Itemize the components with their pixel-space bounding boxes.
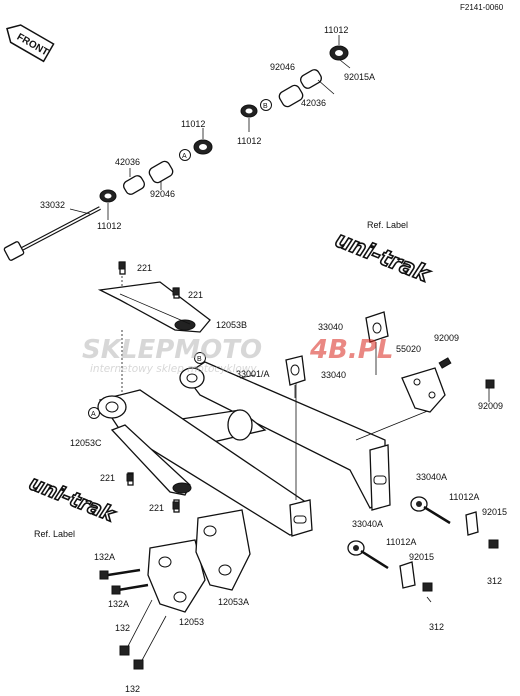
part-label: 12053C [70, 438, 102, 448]
watermark: SKLEPMOTO 4B.PL internetowy sklep motocy… [82, 335, 393, 375]
part-label: 11012 [181, 119, 205, 129]
part-label: 92015A [344, 72, 375, 82]
part-label: 12053B [216, 320, 247, 330]
part-label: 132A [94, 552, 115, 562]
part-label: 12053 [179, 617, 204, 627]
part-label: 221 [149, 503, 164, 513]
watermark-tagline: internetowy sklep motocyklowy [90, 363, 257, 375]
swingarm: A B [88, 330, 431, 537]
part-label: 11012 [324, 25, 348, 35]
part-label: 33032 [40, 200, 65, 210]
bushing-stack-left: A [99, 128, 213, 220]
marker-a-frame: A [91, 411, 96, 418]
marker-a-top: A [182, 153, 187, 160]
bolt-221-set [118, 261, 180, 510]
part-label: 33040A [416, 472, 447, 482]
ref-label-right: Ref. Label [367, 220, 408, 230]
part-labels: 11012 92015A 92046 42036 11012 11012 420… [40, 25, 507, 694]
part-label: 33040A [352, 519, 383, 529]
part-label: 12053A [218, 597, 249, 607]
part-label: 132 [125, 684, 140, 694]
part-label: 132 [115, 623, 130, 633]
part-label: 11012 [237, 136, 261, 146]
chain-slider-lower [99, 509, 251, 670]
part-label: 312 [429, 622, 444, 632]
marker-b: B [263, 103, 268, 110]
part-label: 92009 [478, 401, 503, 411]
ref-label-left: Ref. Label [34, 529, 75, 539]
watermark-brand-right: 4B.PL [309, 335, 393, 365]
part-label: 33001/A [236, 369, 270, 379]
bushing-stack-upper: B [240, 35, 351, 132]
part-label: 221 [100, 473, 115, 483]
marker-b-frame: B [197, 356, 202, 363]
logo-text-right: uni-trak [332, 227, 434, 288]
part-label: 92015 [482, 507, 507, 517]
watermark-brand-left: SKLEPMOTO [82, 335, 262, 365]
uni-trak-logo-right: uni-trak [331, 227, 435, 289]
front-arrow: FRONT [6, 24, 55, 63]
part-label: 42036 [115, 157, 140, 167]
part-label: 132A [108, 599, 129, 609]
adjuster-33040-upper [365, 311, 389, 375]
adjuster-33040a-right [410, 496, 499, 549]
part-label: 33040 [321, 370, 346, 380]
part-label: 92046 [270, 62, 295, 72]
part-label: 55020 [396, 344, 421, 354]
part-label: 11012 [97, 221, 121, 231]
part-label: 92015 [409, 552, 434, 562]
part-label: 221 [188, 290, 203, 300]
part-label: 11012A [386, 537, 416, 547]
part-label: 312 [487, 576, 502, 586]
adjuster-33040a-left [347, 540, 433, 603]
part-label: 11012A [449, 492, 479, 502]
bracket-55020 [401, 357, 495, 413]
part-label: 33040 [318, 322, 343, 332]
figure-code: F2141-0060 [460, 3, 504, 12]
part-label: 92009 [434, 333, 459, 343]
adjuster-33040-mid [285, 355, 306, 398]
pivot-bolt [3, 206, 101, 261]
part-label: 92046 [150, 189, 175, 199]
part-label: 42036 [301, 98, 326, 108]
part-label: 221 [137, 263, 152, 273]
